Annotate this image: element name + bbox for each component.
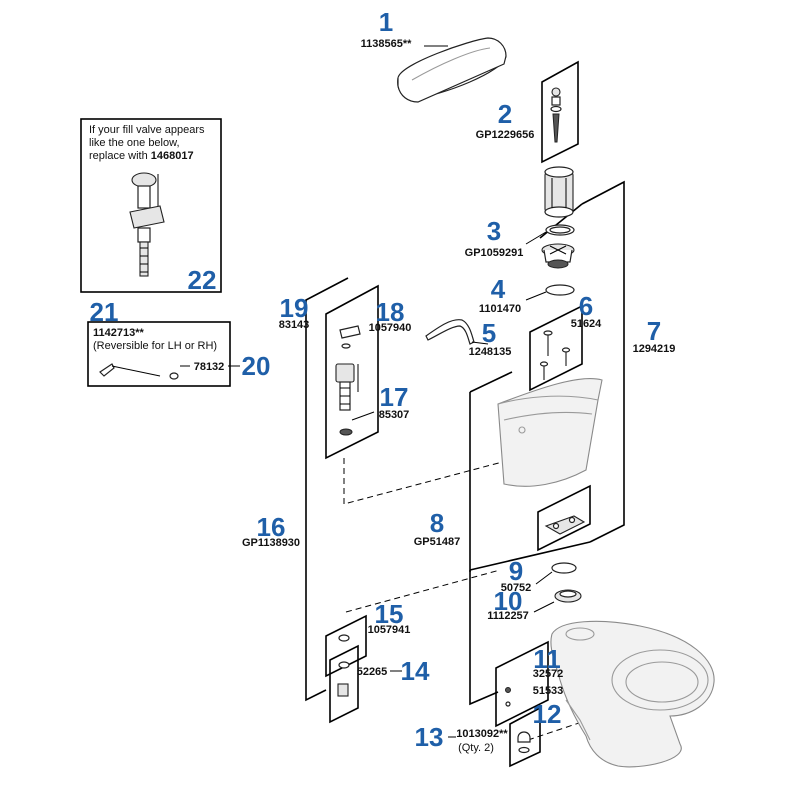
callout-2-part: GP1229656 (476, 129, 535, 141)
callout-15-number: 15 (375, 599, 404, 629)
callout-3-number: 3 (487, 216, 501, 246)
fill-valve-note-prefix: replace with (89, 150, 151, 162)
callout-17-number: 17 (380, 382, 409, 412)
callout-10-part: 1112257 (487, 610, 529, 622)
callout-8-number: 8 (430, 508, 444, 538)
frame-item-11 (495, 640, 549, 728)
spud-gasket-illustration (554, 589, 582, 603)
callout-3-part: GP1059291 (465, 247, 524, 259)
callout-5-part: 1248135 (469, 346, 512, 358)
callout-19-number: 19 (280, 293, 309, 323)
callout-6-number: 6 (579, 291, 593, 321)
leader-3 (525, 231, 547, 245)
leader-4 (525, 291, 547, 301)
callout-6-part: 51624 (571, 318, 602, 330)
callout-10-number: 10 (494, 586, 523, 616)
callout-20-part: 78132 (194, 361, 225, 373)
callout-11-number: 11 (533, 644, 561, 674)
tank-lid-illustration (397, 37, 507, 103)
callout-20-number: 20 (242, 351, 271, 381)
callout-18-part: 1057940 (369, 322, 412, 334)
callout-16-number: 16 (257, 512, 286, 542)
frame-item-13 (509, 706, 541, 768)
coupling-nut-illustration (337, 634, 350, 697)
callout-14-part: 52265 (357, 666, 388, 678)
alternate-fill-valve-illustration (129, 172, 165, 277)
fill-valve-note-line-3: replace with 1468017 (89, 150, 194, 162)
callout-13-quantity: (Qty. 2) (458, 742, 494, 754)
frame-item-14 (329, 644, 359, 724)
bowl-bolts-illustration (505, 687, 511, 707)
bracket-item-8-top (469, 371, 513, 393)
frame-item-2 (541, 60, 579, 164)
callout-2-number: 2 (498, 99, 512, 129)
callout-7-number: 7 (647, 316, 661, 346)
callout-16-part: GP1138930 (242, 537, 300, 549)
flush-valve-canister-illustration (544, 166, 574, 218)
callout-9-number: 9 (509, 556, 523, 586)
fill-valve-illustration (335, 363, 359, 436)
canister-seal-illustration (545, 224, 575, 236)
refill-tube-illustration (425, 319, 475, 345)
callout-12-number: 12 (533, 699, 562, 729)
tank-illustration (497, 378, 603, 487)
dash-lower-supply (345, 569, 501, 613)
callout-11-part: 32572 (533, 668, 564, 680)
callout-1-number: 1 (379, 7, 393, 37)
bracket-item-9-10 (469, 541, 591, 571)
callout-19-part: 83143 (279, 319, 310, 331)
toilet-bowl-illustration (550, 620, 715, 768)
handle-illustration (339, 325, 361, 349)
bracket-part-illustration (544, 515, 586, 535)
trip-lever-box (87, 321, 231, 387)
bracket-item-16 (305, 277, 349, 702)
callout-9-part: 50752 (501, 582, 532, 594)
bracket-item-7 (581, 180, 625, 543)
callout-14-number: 14 (401, 656, 430, 686)
flush-actuator-illustration (550, 87, 562, 143)
dash-supply-line (343, 451, 541, 505)
frame-item-8 (537, 484, 591, 552)
frame-item-6 (529, 304, 583, 392)
callout-13-part: 1013092** (456, 728, 508, 740)
callout-4-number: 4 (491, 274, 506, 304)
callout-21-note: (Reversible for LH or RH) (93, 340, 217, 352)
fill-valve-note-line-1: If your fill valve appears (89, 124, 205, 136)
callout-4-part: 1101470 (479, 303, 521, 315)
callout-15-part: 1057941 (368, 624, 411, 636)
fill-valve-note-box (80, 118, 222, 293)
callout-8-part: GP51487 (414, 536, 460, 548)
bracket-item-8 (469, 392, 499, 706)
callout-18-number: 18 (376, 297, 405, 327)
callout-22-number: 22 (188, 265, 217, 295)
gasket-illustration (545, 284, 575, 296)
callout-5-number: 5 (482, 318, 496, 348)
callout-21-number: 21 (90, 297, 119, 327)
callout-21-part: 1142713** (93, 327, 144, 339)
callout-7-part: 1294219 (633, 343, 676, 355)
tank-to-bowl-gasket-illustration (551, 562, 577, 574)
fill-valve-note-line-2: like the one below, (89, 137, 180, 149)
tank-bolts-illustration (539, 330, 571, 380)
leader-5 (471, 341, 489, 345)
leader-10 (533, 601, 555, 613)
bolt-cap-illustration (517, 731, 531, 754)
callout-1-part: 1138565** (361, 38, 412, 50)
flush-valve-body-illustration (541, 243, 575, 269)
callout-17-part: 85307 (379, 409, 410, 421)
frame-item-15 (325, 614, 367, 678)
frame-item-17-18-19 (325, 284, 379, 460)
leader-17 (351, 411, 375, 421)
fill-valve-note-part: 1468017 (151, 150, 194, 162)
callout-12-part: 51533 (533, 685, 564, 697)
trip-lever-illustration (99, 363, 179, 380)
leader-9 (535, 571, 553, 585)
callout-13-number: 13 (415, 722, 444, 752)
